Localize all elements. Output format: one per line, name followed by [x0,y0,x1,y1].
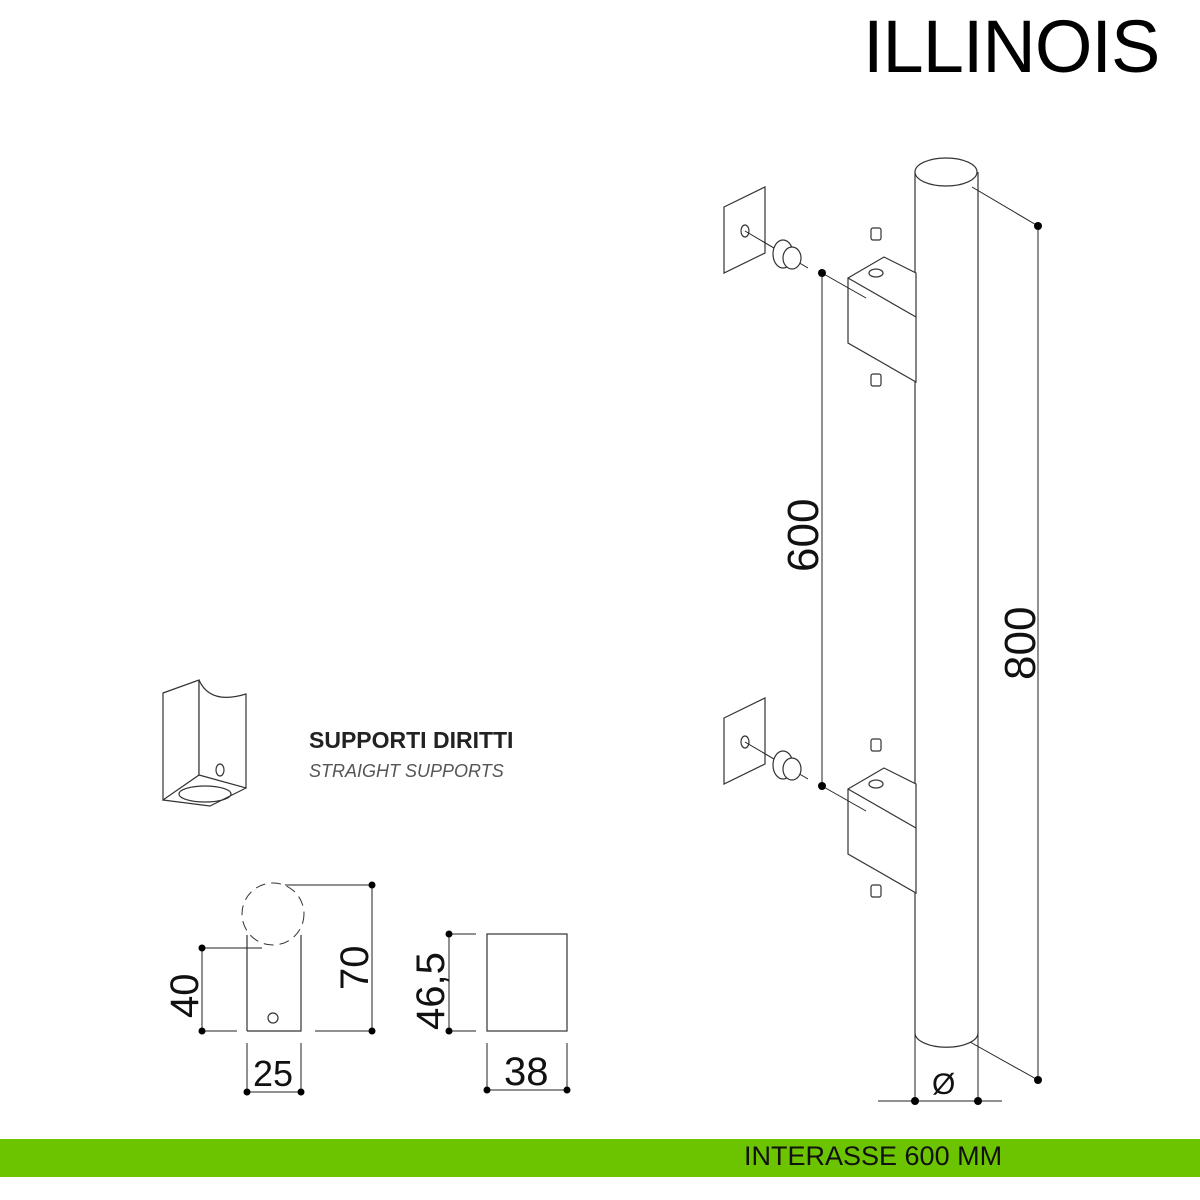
wall-plate [723,697,766,785]
svg-text:38: 38 [504,1050,549,1094]
svg-text:40: 40 [163,974,207,1019]
footer-label: INTERASSE 600 MM [744,1141,1003,1171]
support-isometric [162,679,247,807]
support-title: SUPPORTI DIRITTI [309,727,513,753]
footer-bar [0,1139,1200,1177]
upper-mount [723,186,917,387]
dimension-diameter: Ø [878,1033,1002,1105]
lower-mount [723,697,917,898]
svg-text:Ø: Ø [932,1068,955,1101]
dimension-800: 800 [969,186,1045,1084]
grub-screw [870,227,882,241]
svg-text:46,5: 46,5 [409,952,453,1030]
grub-screw [870,738,882,752]
svg-text:600: 600 [779,499,828,572]
grub-screw [870,373,882,387]
support-side-view: 46,5 38 [409,930,571,1094]
screw-icon [215,763,225,777]
handle-bar [914,157,979,1048]
product-title: ILLINOIS [863,5,1159,88]
svg-text:800: 800 [996,607,1045,680]
support-subtitle: STRAIGHT SUPPORTS [309,761,504,781]
dimension-600: 600 [779,269,867,812]
svg-text:25: 25 [253,1053,293,1094]
support-front-view: 70 40 25 [163,881,377,1096]
wall-plate [723,186,766,274]
grub-screw [870,884,882,898]
svg-text:70: 70 [333,946,377,991]
